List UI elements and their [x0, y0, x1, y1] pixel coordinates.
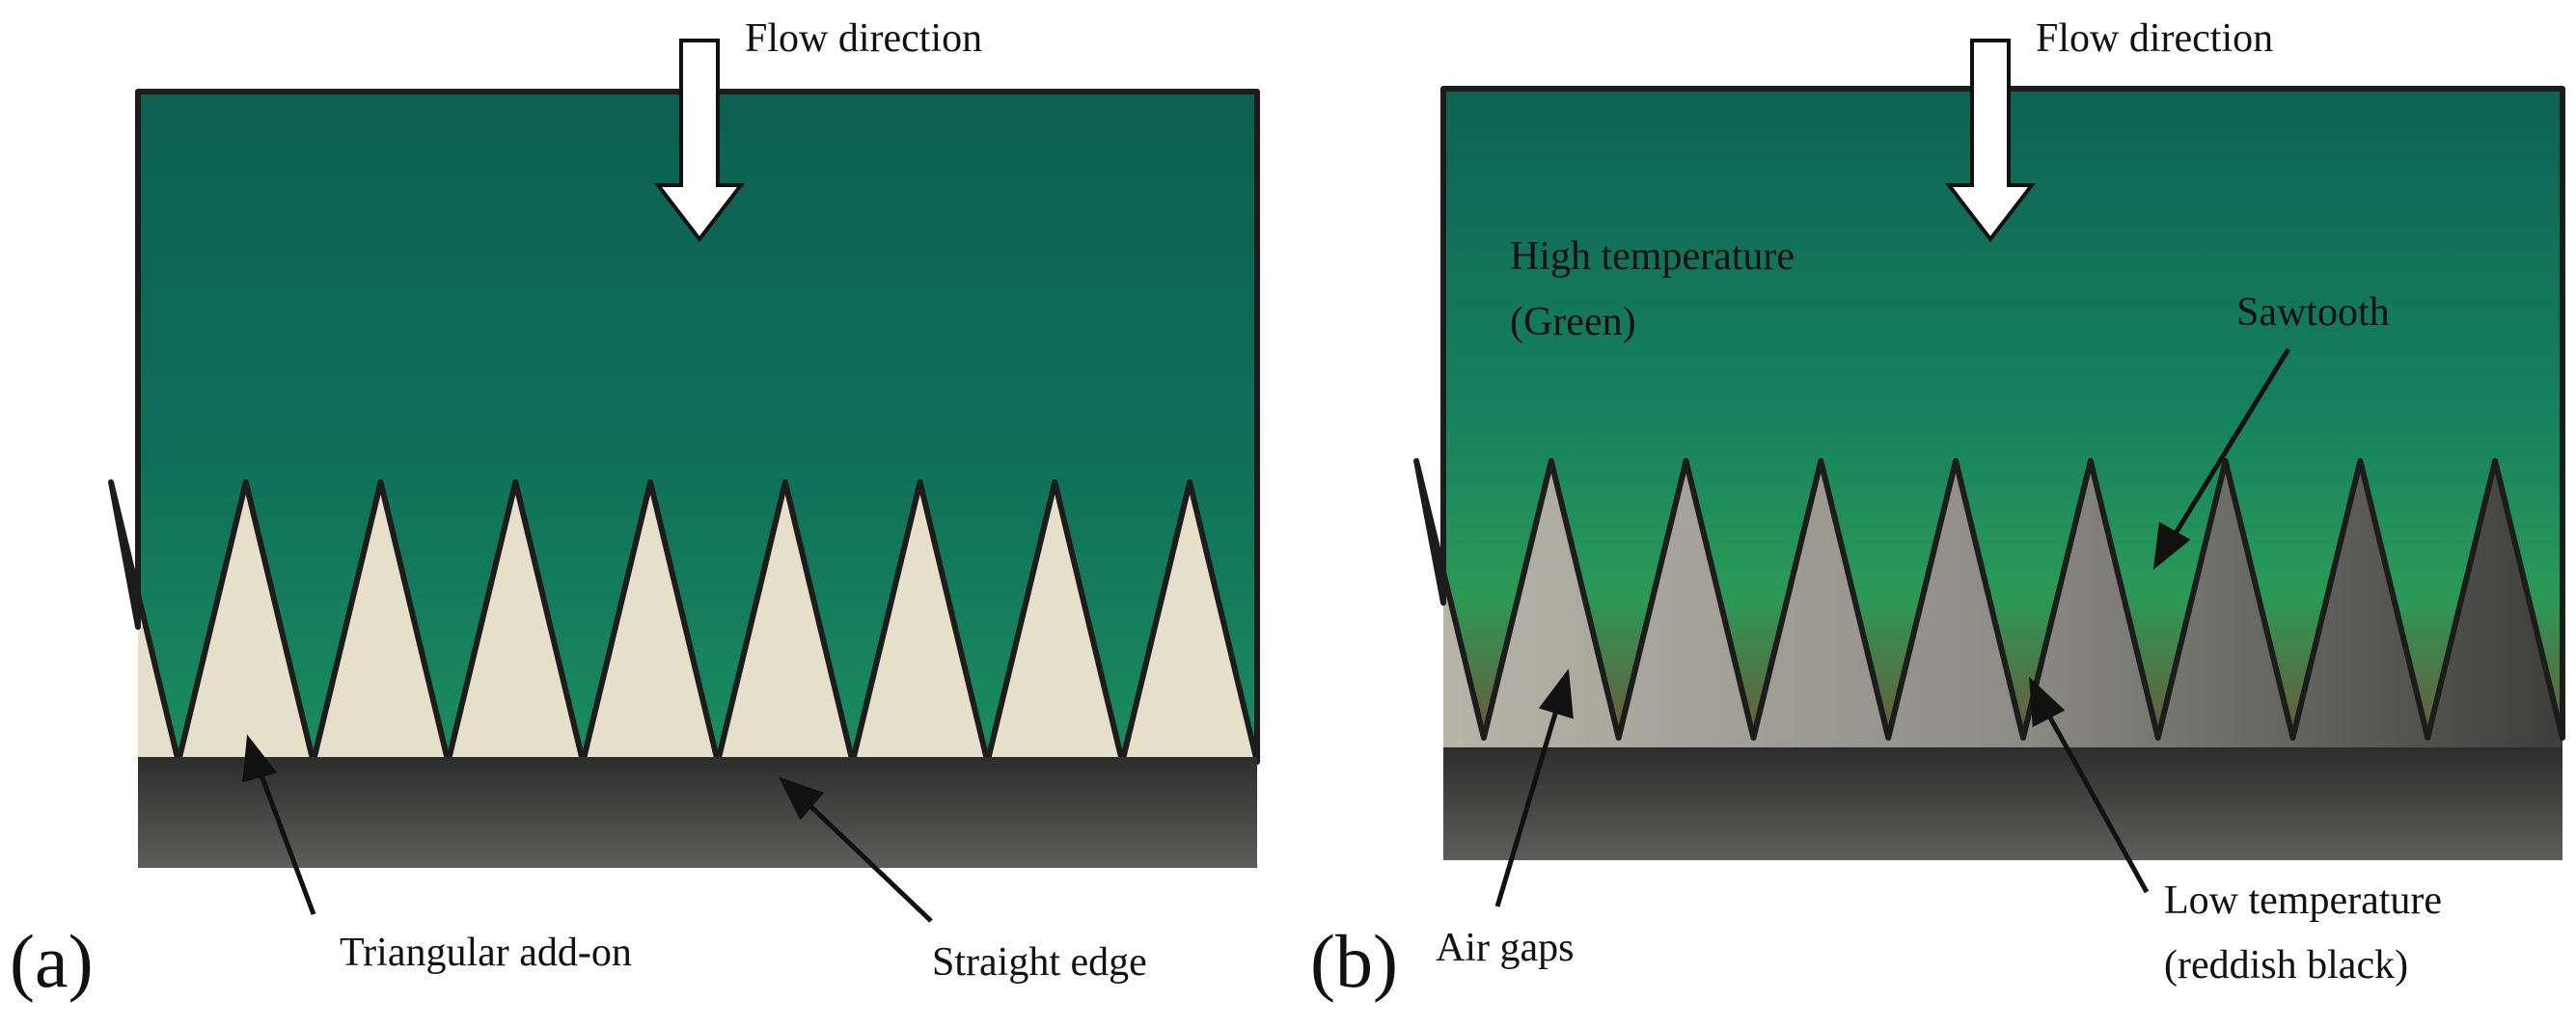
- high-temperature-label: High temperature: [1510, 234, 1795, 279]
- sawtooth-label: Sawtooth: [2236, 290, 2390, 335]
- sawtooth-plate: [1413, 86, 2565, 741]
- high-temperature-color-label: (Green): [1510, 300, 1636, 344]
- pointer-low-temperature: [2029, 676, 2150, 894]
- flow-arrow-a: [653, 39, 746, 243]
- pointer-triangular-addon: [242, 734, 316, 915]
- triangular-addon-label: Triangular add-on: [340, 931, 632, 975]
- panel-letter-b: (b): [1310, 919, 1398, 1003]
- low-temperature-label: Low temperature: [2164, 879, 2443, 923]
- air-gaps-label: Air gaps: [1436, 926, 1575, 970]
- flow-arrow-b: [1944, 39, 2037, 243]
- pointer-sawtooth: [2152, 347, 2291, 570]
- straight-edge-label: Straight edge: [932, 940, 1147, 985]
- flow-direction-label-a: Flow direction: [745, 16, 983, 61]
- panel-letter-a: (a): [10, 919, 94, 1003]
- pointer-air-gaps: [1494, 668, 1574, 907]
- pointer-straight-edge: [779, 776, 933, 923]
- flow-direction-label-b: Flow direction: [2036, 16, 2274, 61]
- low-temperature-color-label: (reddish black): [2164, 943, 2409, 987]
